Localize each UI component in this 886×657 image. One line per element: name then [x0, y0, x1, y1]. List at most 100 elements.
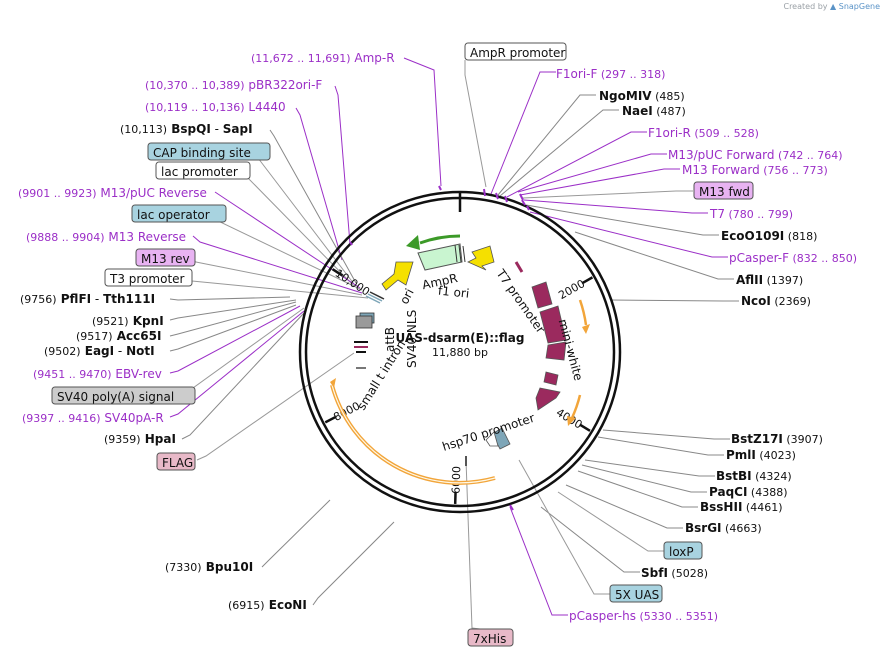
leader-lac-promoter — [238, 169, 355, 287]
scale-tick-label: 2000 — [556, 277, 587, 302]
inner-hsp70-promoter: hsp70 promoter — [440, 411, 536, 454]
label-bstz17i[interactable]: BstZ17I (3907) — [731, 432, 823, 446]
label-pbr322ori-f[interactable]: (10,370 .. 10,389) pBR322ori-F — [145, 78, 322, 92]
label-hpai[interactable]: (9359) HpaI — [104, 432, 176, 446]
label-bsrgi[interactable]: BsrGI (4663) — [685, 521, 762, 535]
label-eagi-noti-text: (9502) EagI - NotI — [44, 344, 155, 358]
label-m13-reverse[interactable]: (9888 .. 9904) M13 Reverse — [26, 230, 186, 244]
label-paqci[interactable]: PaqCI (4388) — [709, 485, 788, 499]
leader-loxp — [557, 491, 664, 552]
label-bsshii-text: BssHII (4461) — [700, 500, 782, 514]
leader-m13-fwd — [522, 190, 693, 199]
leader-7xhis — [465, 459, 489, 631]
leader-pcasper-hs — [509, 506, 568, 616]
label-f1ori-f[interactable]: F1ori-F (297 .. 318) — [556, 67, 665, 81]
label-t7-primer[interactable]: T7 (780 .. 799) — [709, 207, 793, 221]
leader-m13-puc-fwd — [517, 153, 667, 193]
ampr-arrow-head — [406, 235, 420, 250]
label-kpni[interactable]: (9521) KpnI — [92, 314, 164, 328]
label-bspqi-sapi[interactable]: (10,113) BspQI - SapI — [120, 122, 253, 136]
credit-brand: SnapGene — [838, 2, 880, 11]
leader-bspqi — [269, 129, 357, 284]
label-aflii[interactable]: AflII (1397) — [736, 273, 803, 287]
label-pcasper-f-text: pCasper-F (832 .. 850) — [729, 251, 857, 265]
label-acc65i[interactable]: (9517) Acc65I — [76, 329, 161, 343]
leader-ampr-promoter — [464, 60, 487, 188]
label-5x-uas-box — [609, 584, 663, 603]
plasmid-name: UAS-dsarm(E)::flag — [396, 331, 525, 345]
inner-f1-ori: f1 ori — [437, 284, 470, 301]
scale-tick-label: 10,000 — [333, 267, 372, 299]
leader-bpu10i — [261, 499, 331, 568]
outer-labels: (11,672 .. 11,691) Amp-R AmpR promoter (10… — [18, 42, 857, 647]
label-cap-binding-site[interactable]: CAP binding site — [147, 142, 271, 161]
label-lac-operator-box — [131, 204, 227, 223]
label-m13-fwd-text: M13 fwd — [699, 185, 750, 199]
label-sv40pa-r[interactable]: (9397 .. 9416) SV40pA-R — [22, 411, 164, 425]
leader-m13-forward — [519, 168, 680, 196]
leader-t7 — [523, 199, 708, 214]
label-amp-r-primer[interactable]: (11,672 .. 11,691) Amp-R — [251, 51, 395, 65]
label-7xhis[interactable]: 7xHis — [467, 628, 514, 647]
label-ncoi[interactable]: NcoI (2369) — [741, 294, 811, 308]
leader-bstbi — [584, 459, 715, 477]
label-sbfi[interactable]: SbfI (5028) — [641, 566, 708, 580]
lac-region-stripes — [365, 291, 385, 304]
label-ampr-promoter-box — [464, 42, 567, 61]
leader-hpai — [181, 312, 305, 440]
label-eagi-noti[interactable]: (9502) EagI - NotI — [44, 344, 155, 358]
label-ebv-rev-text: (9451 .. 9470) EBV-rev — [33, 367, 162, 381]
backbone-outer — [298, 190, 622, 514]
label-bsshii[interactable]: BssHII (4461) — [700, 500, 782, 514]
leader-kpni — [169, 299, 297, 321]
label-naei[interactable]: NaeI (487) — [622, 104, 686, 118]
label-m13-rev[interactable]: M13 rev — [135, 248, 196, 267]
label-l4440[interactable]: (10,119 .. 10,136) L4440 — [145, 100, 286, 114]
label-m13-puc-forward[interactable]: M13/pUC Forward (742 .. 764) — [668, 148, 843, 162]
label-ampr-promoter[interactable]: AmpR promoter — [464, 42, 567, 61]
label-sv40-polya-signal[interactable]: SV40 poly(A) signal — [51, 386, 196, 405]
label-econi[interactable]: (6915) EcoNI — [228, 598, 307, 612]
label-m13-forward[interactable]: M13 Forward (756 .. 773) — [682, 163, 828, 177]
label-ecoo109i[interactable]: EcoO109I (818) — [721, 229, 817, 243]
label-5x-uas-text: 5X UAS — [615, 588, 659, 602]
orange-arc-1 — [578, 299, 588, 326]
scale-tick — [324, 415, 337, 424]
label-pcasper-hs[interactable]: pCasper-hs (5330 .. 5351) — [569, 609, 718, 623]
leader-bsshii — [577, 470, 698, 508]
label-pflfi-tth111i[interactable]: (9756) PflFI - Tth111I — [20, 292, 155, 306]
label-ebv-rev[interactable]: (9451 .. 9470) EBV-rev — [33, 367, 162, 381]
label-t3-promoter[interactable]: T3 promoter — [104, 268, 193, 287]
label-acc65i-text: (9517) Acc65I — [76, 329, 161, 343]
leader-f1ori-r — [506, 131, 647, 198]
label-flag[interactable]: FLAG — [156, 452, 196, 471]
label-loxp[interactable]: loxP — [663, 541, 703, 560]
label-ngomiv[interactable]: NgoMIV (485) — [599, 89, 685, 103]
leader-eagi — [169, 304, 297, 352]
leader-pbr322ori-f — [334, 85, 351, 245]
label-sv40-polya-signal-text: SV40 poly(A) signal — [57, 390, 174, 404]
label-lac-operator-text: lac operator — [137, 208, 210, 222]
leader-m13-puc-rev — [214, 191, 361, 289]
label-m13-puc-reverse[interactable]: (9901 .. 9923) M13/pUC Reverse — [18, 186, 207, 200]
leader-sv40polya — [176, 307, 305, 397]
label-5x-uas[interactable]: 5X UAS — [609, 584, 663, 603]
label-bpu10i-text: (7330) Bpu10I — [165, 560, 253, 574]
label-lac-operator[interactable]: lac operator — [131, 204, 227, 223]
leader-pflfi — [169, 296, 291, 301]
label-bpu10i[interactable]: (7330) Bpu10I — [165, 560, 253, 574]
label-pmli[interactable]: PmlI (4023) — [726, 448, 796, 462]
plasmid-size: 11,880 bp — [432, 346, 488, 359]
label-ncoi-text: NcoI (2369) — [741, 294, 811, 308]
label-f1ori-r[interactable]: F1ori-R (509 .. 528) — [648, 126, 759, 140]
label-t3-promoter-box — [104, 268, 193, 287]
mini-white-block-2 — [539, 305, 567, 344]
label-bstbi[interactable]: BstBI (4324) — [716, 469, 792, 483]
label-m13-fwd-box — [693, 181, 754, 200]
label-pcasper-f[interactable]: pCasper-F (832 .. 850) — [729, 251, 857, 265]
leader-5xuas — [518, 459, 610, 595]
leader-m13-reverse — [192, 235, 363, 294]
label-lac-promoter[interactable]: lac promoter — [155, 161, 251, 180]
label-m13-fwd[interactable]: M13 fwd — [693, 181, 754, 200]
credit-prefix: Created by — [783, 2, 828, 11]
